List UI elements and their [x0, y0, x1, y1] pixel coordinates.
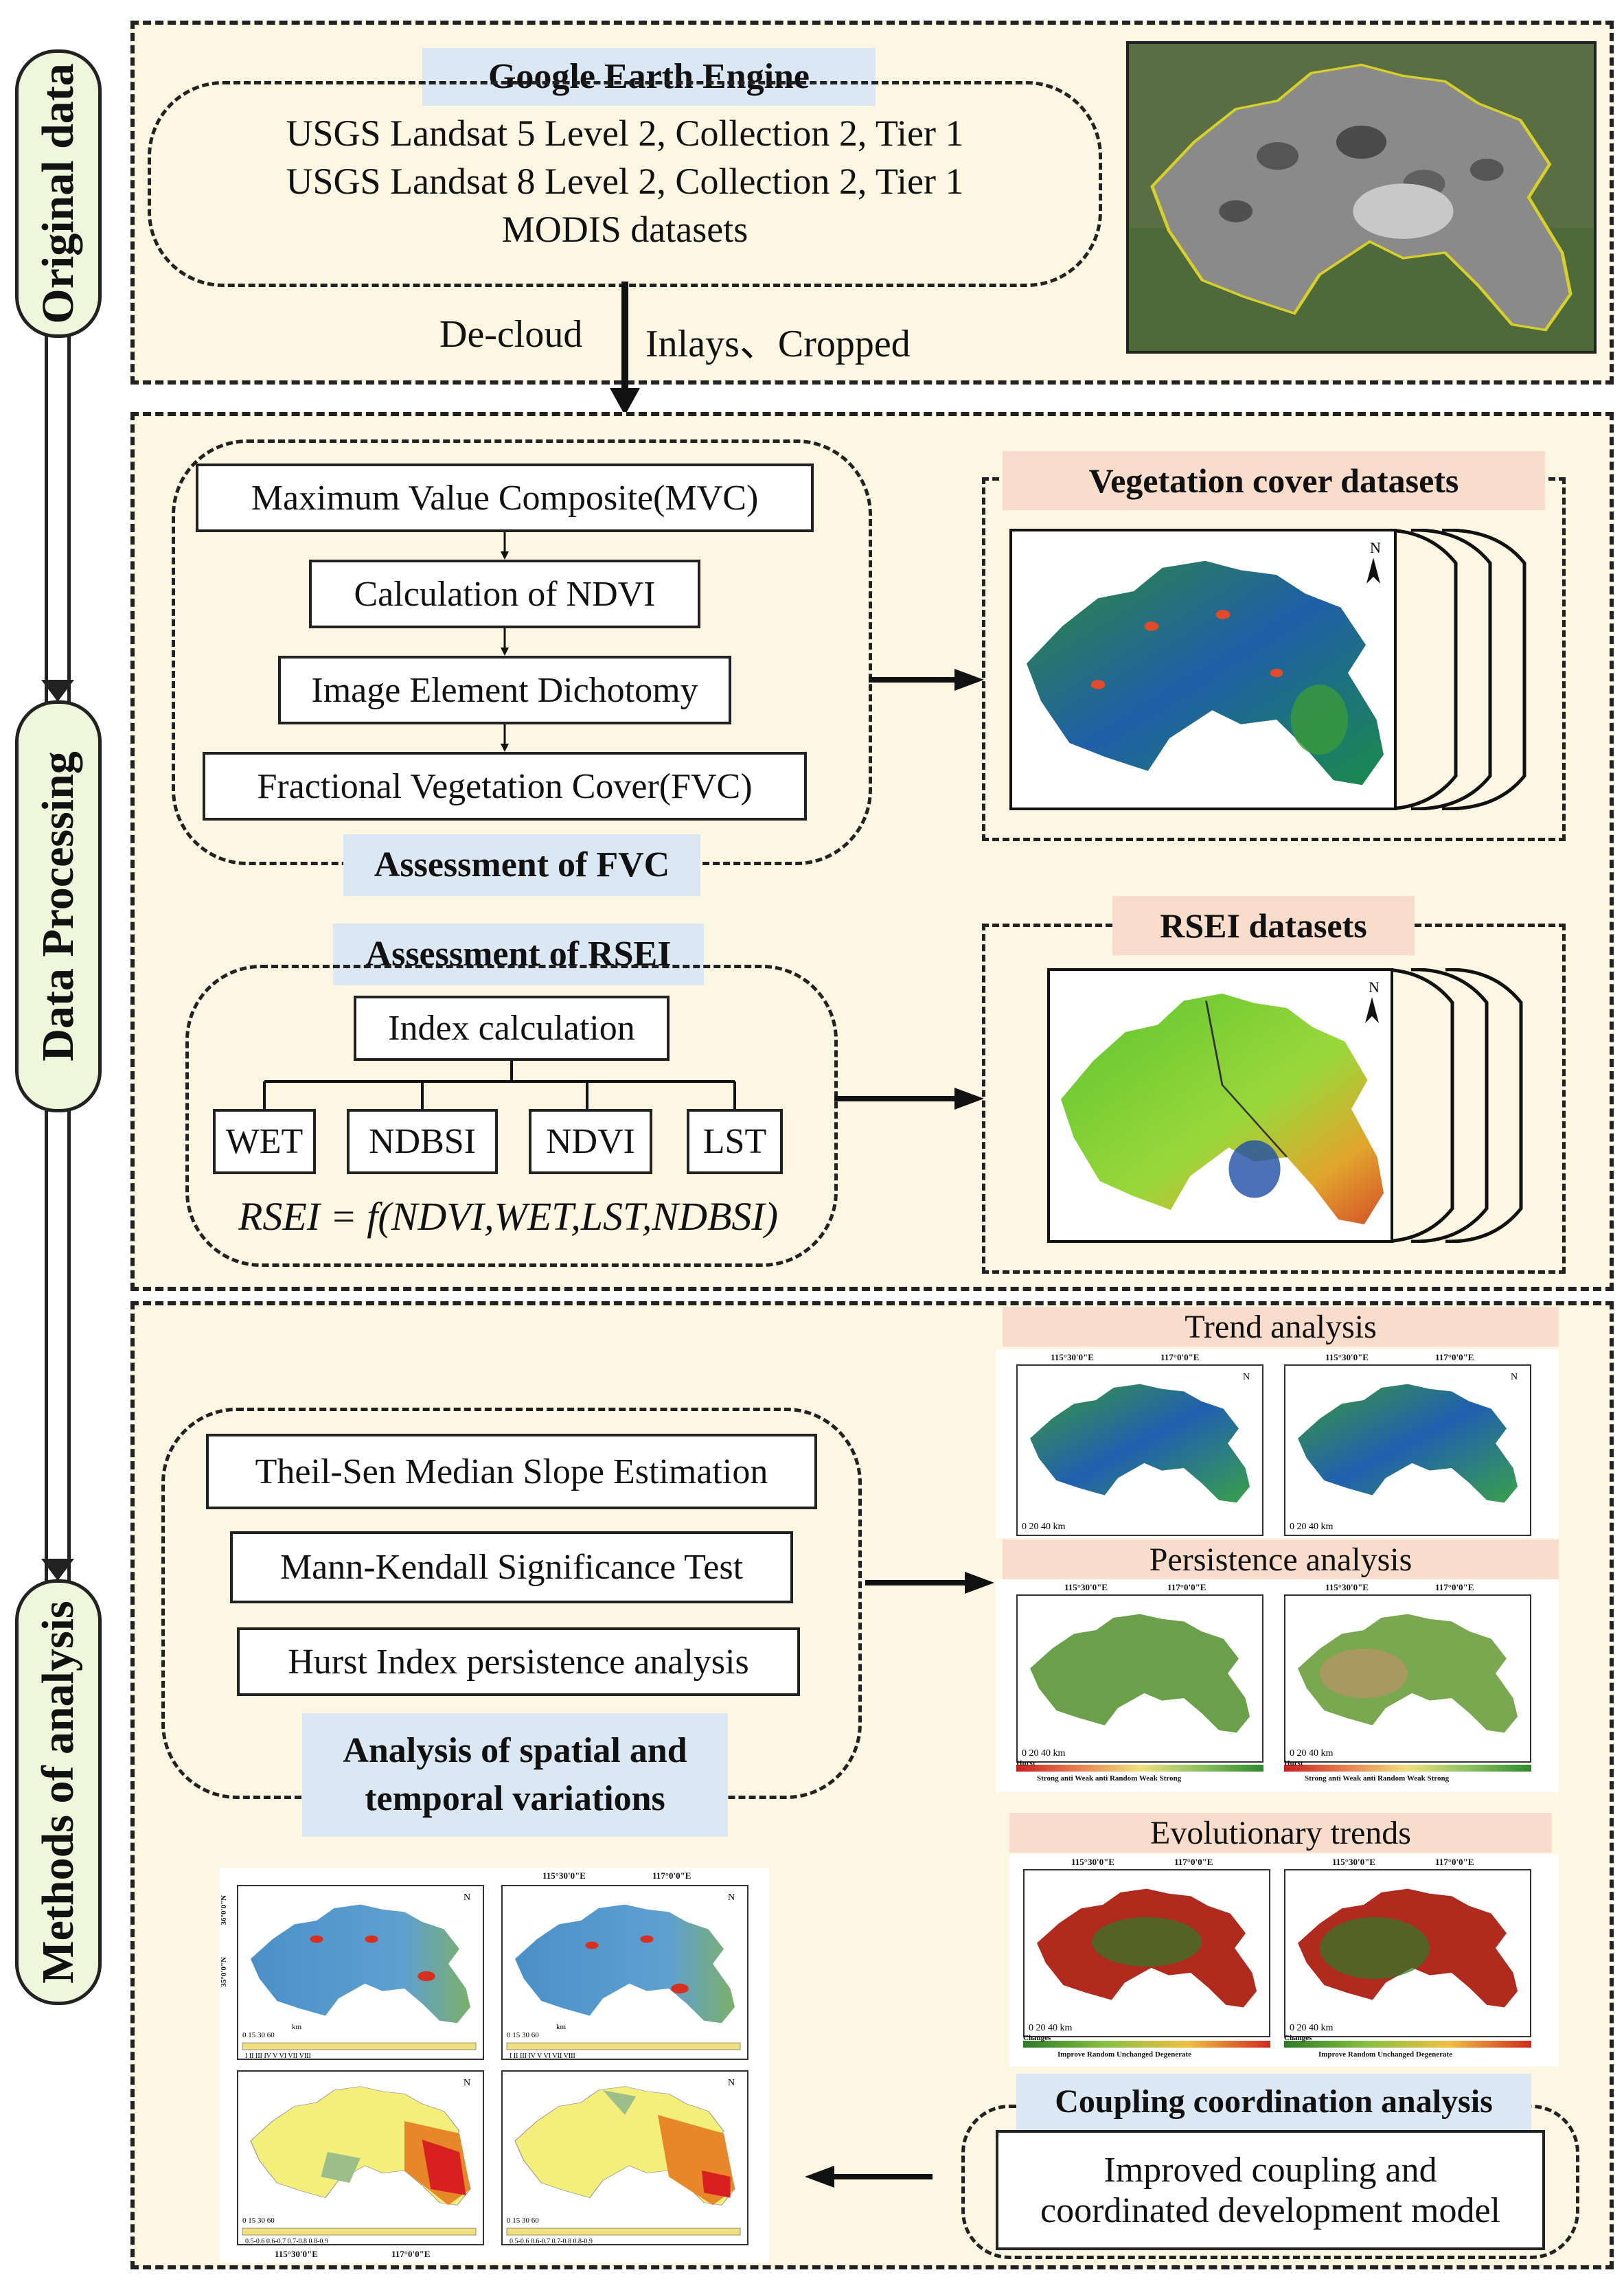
method-mann-kendall: Mann-Kendall Significance Test	[230, 1531, 793, 1603]
rail-arrow-1	[41, 680, 74, 702]
vegetation-cover-map: N	[1009, 529, 1526, 810]
svg-text:km: km	[556, 2023, 567, 2031]
fvc-assessment-title: Assessment of FVC	[343, 834, 700, 896]
svg-text:N: N	[464, 1892, 470, 1903]
vegetation-dataset-title: Vegetation cover datasets	[1003, 451, 1545, 510]
rsei-map: N	[1047, 968, 1523, 1243]
index-ndbsi: NDBSI	[347, 1109, 498, 1174]
fvc-step-arrows	[501, 532, 509, 752]
svg-text:0 15 30 60: 0 15 30 60	[507, 2217, 539, 2225]
svg-text:0 20 40 km: 0 20 40 km	[1022, 1522, 1066, 1532]
svg-text:0 20 40 km: 0 20 40 km	[1290, 1522, 1334, 1532]
svg-text:I II III IV V V: I II III IV V VI VII VIII	[510, 2052, 575, 2060]
arrow-to-processing	[610, 282, 640, 415]
svg-text:N: N	[1243, 1372, 1250, 1382]
svg-text:N: N	[1511, 1372, 1518, 1382]
svg-text:N: N	[728, 1892, 735, 1903]
rsei-frame	[185, 965, 838, 1267]
gee-title: Google Earth Engine	[422, 48, 876, 106]
index-lst: LST	[687, 1109, 783, 1174]
rail-arrow-2	[41, 1559, 74, 1581]
svg-text:0 20 40 km: 0 20 40 km	[1029, 2023, 1073, 2033]
north-label: N	[1369, 978, 1380, 996]
step-mvc: Maximum Value Composite(MVC)	[196, 463, 814, 532]
svg-text:N: N	[728, 2078, 735, 2088]
persistence-analysis-title: Persistence analysis	[1003, 1539, 1559, 1579]
section-label-analysis: Methods of analysis	[15, 1579, 102, 2005]
rsei-dataset-title: RSEI datasets	[1112, 896, 1415, 955]
svg-text:0 20 40 km: 0 20 40 km	[1022, 1748, 1066, 1759]
coupling-model-line2: coordinated development model	[1040, 2190, 1500, 2230]
arrow-to-vegetation-dataset	[869, 669, 984, 691]
method-theil-sen: Theil-Sen Median Slope Estimation	[206, 1434, 817, 1509]
arrow-to-results	[865, 1572, 994, 1594]
svg-text:0.5-0.6 0.6-0.7 0.7-0.8: 0.5-0.6 0.6-0.7 0.7-0.8 0.8-0.9	[510, 2238, 593, 2245]
svg-text:0 15 30 60: 0 15 30 60	[242, 2031, 275, 2039]
arrow-to-coupling-maps	[805, 2166, 933, 2188]
step-dichotomy: Image Element Dichotomy	[278, 656, 731, 724]
step-fvc: Fractional Vegetation Cover(FVC)	[203, 752, 807, 821]
trend-analysis-title: Trend analysis	[1003, 1307, 1559, 1347]
svg-text:0 20 40 km: 0 20 40 km	[1290, 1748, 1334, 1759]
svg-text:0 15 30 60: 0 15 30 60	[507, 2031, 539, 2039]
svg-text:0 20 40 km: 0 20 40 km	[1290, 2023, 1334, 2033]
north-label: N	[1370, 539, 1381, 556]
coupling-model-line1: Improved coupling and	[1103, 2150, 1437, 2190]
spatiotemporal-title-line1: Analysis of spatial and	[343, 1730, 687, 1770]
dataset-landsat8: USGS Landsat 8 Level 2, Collection 2, Ti…	[286, 161, 964, 202]
coupling-title: Coupling coordination analysis	[1016, 2074, 1531, 2130]
index-ndvi: NDVI	[529, 1109, 652, 1174]
svg-text:0 15 30 60: 0 15 30 60	[242, 2217, 275, 2225]
section-label-original: Original data	[15, 49, 102, 338]
rsei-formula: RSEI = f(NDVI,WET,LST,NDBSI)	[238, 1194, 779, 1239]
spatiotemporal-title: Analysis of spatial and temporal variati…	[302, 1713, 728, 1837]
index-calculation-box: Index calculation	[354, 996, 670, 1061]
step-ndvi: Calculation of NDVI	[309, 560, 700, 628]
svg-text:I II III IV V V: I II III IV V VI VII VIII	[245, 2052, 311, 2060]
method-hurst: Hurst Index persistence analysis	[237, 1627, 800, 1696]
evolutionary-trends-title: Evolutionary trends	[1009, 1813, 1552, 1853]
index-wet: WET	[213, 1109, 316, 1174]
index-tree-lines	[263, 1061, 736, 1109]
dataset-landsat5: USGS Landsat 5 Level 2, Collection 2, Ti…	[286, 113, 964, 154]
svg-text:N: N	[464, 2078, 470, 2088]
svg-text:0.5-0.6 0.6-0.7 0.7-0.8: 0.5-0.6 0.6-0.7 0.7-0.8 0.8-0.9	[245, 2238, 328, 2245]
step-decloud: De-cloud	[439, 313, 583, 356]
arrow-to-rsei-dataset	[834, 1088, 984, 1110]
spatiotemporal-title-line2: temporal variations	[365, 1779, 665, 1818]
dataset-modis: MODIS datasets	[501, 209, 748, 250]
section-label-processing: Data Processing	[15, 700, 102, 1112]
coupling-model-box: Improved coupling and coordinated develo…	[996, 2130, 1545, 2250]
step-inlays-cropped: Inlays、Cropped	[645, 323, 911, 365]
svg-text:km: km	[292, 2023, 302, 2031]
satellite-image	[1126, 41, 1597, 354]
